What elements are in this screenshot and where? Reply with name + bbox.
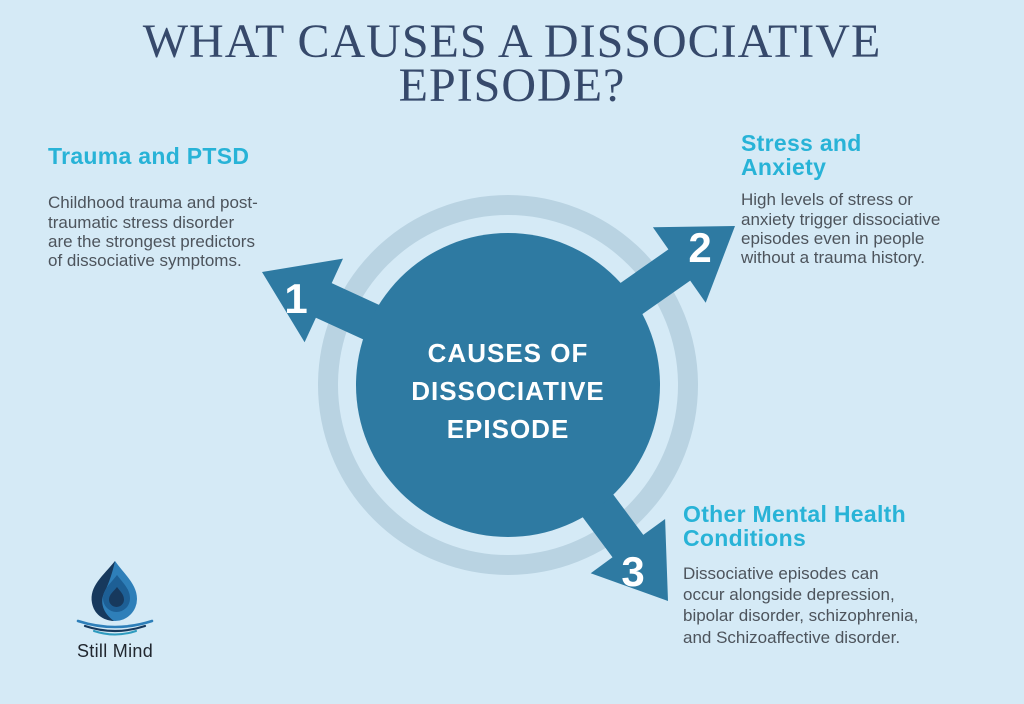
section-other-mental-health: Other Mental Health Conditions Dissociat… xyxy=(683,502,928,648)
hub-circle xyxy=(356,233,660,537)
section-1-body: Childhood trauma and post-traumatic stre… xyxy=(48,193,258,271)
brand-name: Still Mind xyxy=(76,641,154,661)
section-3-heading: Other Mental Health Conditions xyxy=(683,501,906,552)
section-1-heading: Trauma and PTSD xyxy=(48,143,250,169)
step-3-number: 3 xyxy=(621,548,644,595)
water-drop-icon xyxy=(76,561,154,636)
section-stress-and-anxiety: Stress and Anxiety High levels of stress… xyxy=(741,131,967,268)
outer-ring xyxy=(318,195,698,575)
hub-label: CAUSES OF DISSOCIATIVE EPISODE xyxy=(411,338,605,444)
page-title: WHAT CAUSES A DISSOCIATIVE EPISODE? xyxy=(142,15,882,113)
step-2-number: 2 xyxy=(688,224,711,271)
brand-logo: Still Mind xyxy=(64,558,166,662)
section-2-heading: Stress and Anxiety xyxy=(741,130,862,181)
section-trauma-and-ptsd: Trauma and PTSD Childhood trauma and pos… xyxy=(48,144,263,271)
section-2-body: High levels of stress or anxiety trigger… xyxy=(741,190,941,268)
step-1-number: 1 xyxy=(284,275,307,322)
section-3-body: Dissociative episodes can occur alongsid… xyxy=(683,564,919,647)
